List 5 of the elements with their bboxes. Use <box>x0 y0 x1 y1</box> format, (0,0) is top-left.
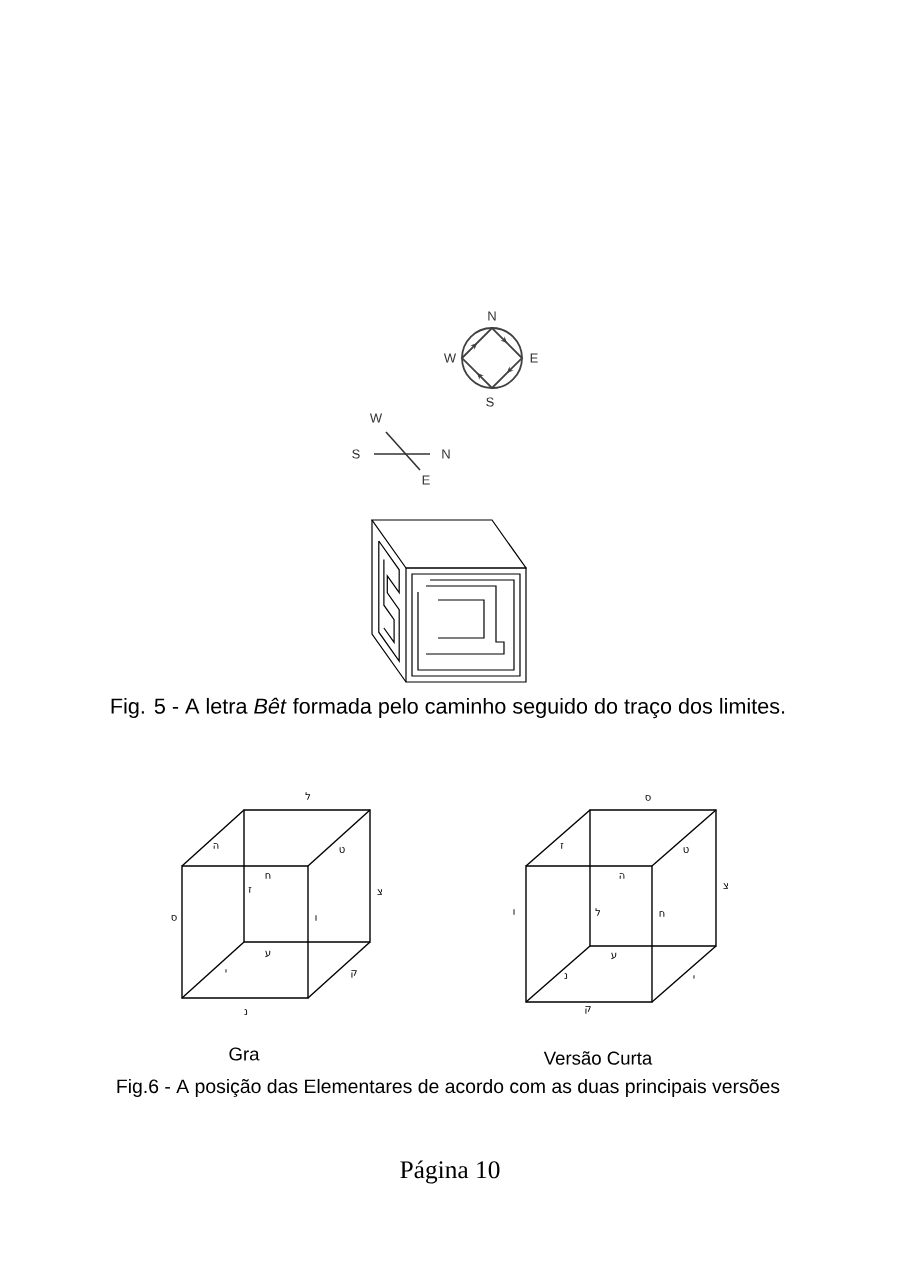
cube-caption: Versão Curta <box>543 1051 653 1065</box>
figure-caption: Fig.6 - A posição das Elementares de acordo com as duas principais versões <box>117 1078 780 1098</box>
page-number: Página 10 <box>400 1160 500 1184</box>
figure-caption: Fig. 5 - A letra Bêt formada pelo caminho seguido do traço dos limites. <box>111 697 785 719</box>
cube-caption: Gra <box>229 1047 260 1061</box>
